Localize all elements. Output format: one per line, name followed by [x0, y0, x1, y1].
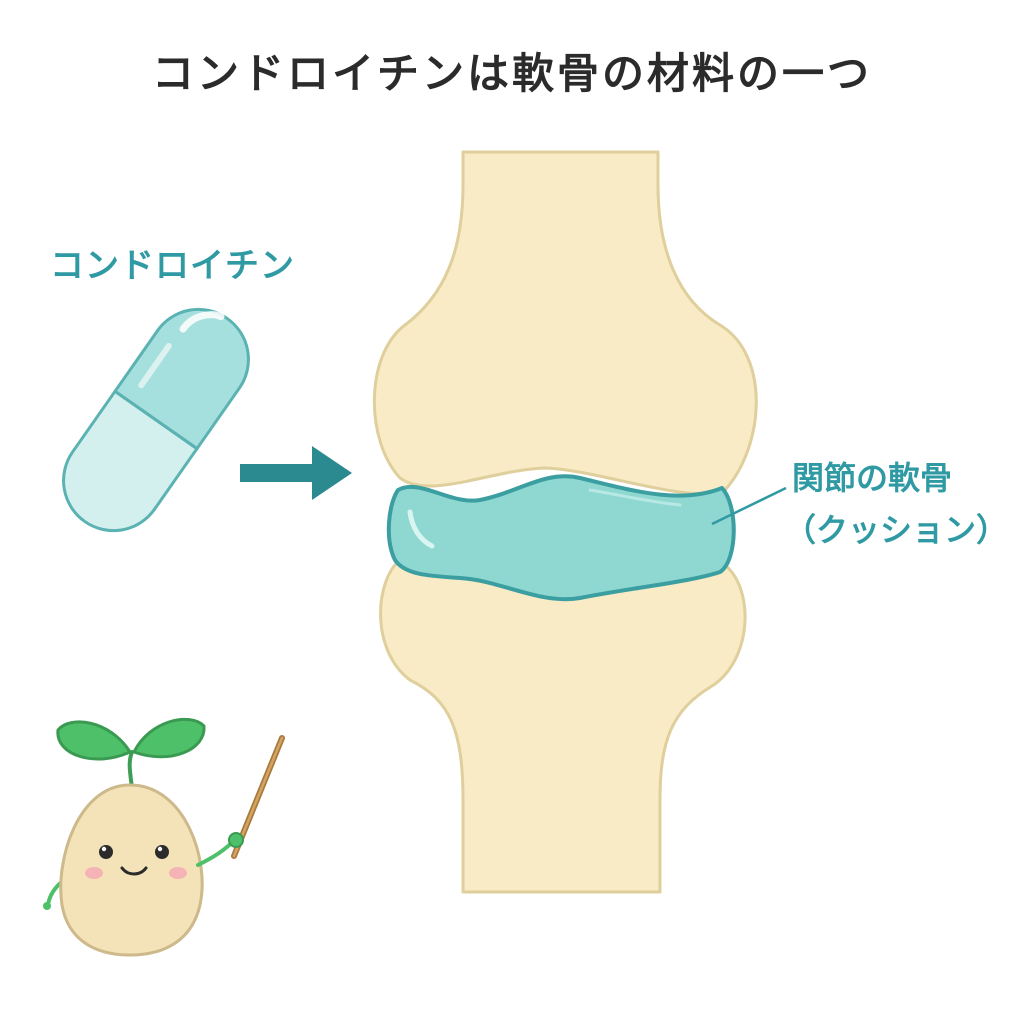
capsule-label: コンドロイチン [50, 246, 295, 286]
cartilage-cushion [386, 474, 736, 602]
cartilage-label-line1: 関節の軟骨 [792, 459, 953, 497]
label-leader-line [711, 486, 787, 526]
lower-bone [379, 558, 747, 894]
sprout-mascot-icon [43, 717, 238, 957]
capsule-icon [62, 307, 250, 533]
page-title: コンドロイチンは軟骨の材料の一つ [151, 49, 872, 98]
arrow-right-icon [240, 446, 352, 500]
cartilage-label: 関節の軟骨 （クッション） [784, 452, 1008, 556]
upper-bone [372, 150, 758, 496]
cartilage-label-line2: （クッション） [784, 511, 1009, 549]
pointer-stick-icon [228, 735, 285, 859]
